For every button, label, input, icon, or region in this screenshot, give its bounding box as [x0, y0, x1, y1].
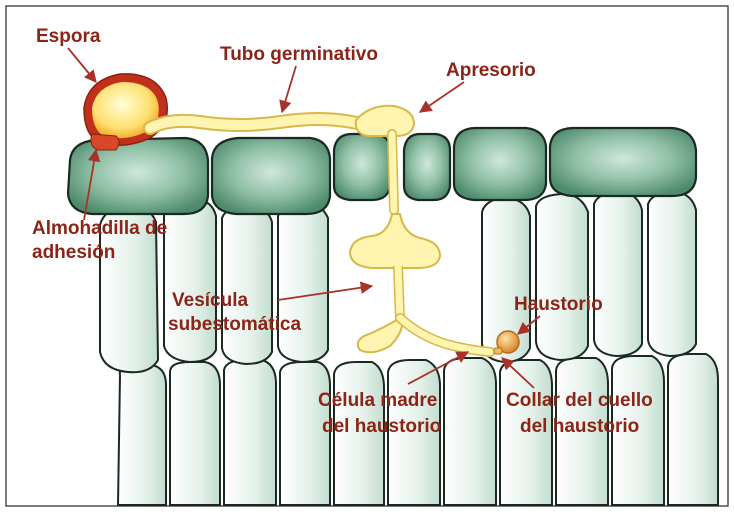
mesophyll-cell — [164, 200, 216, 362]
mesophyll-cell — [118, 365, 166, 505]
label-collar-2: del haustorio — [520, 416, 639, 437]
epidermis-cell — [212, 138, 330, 214]
penetration-peg — [392, 134, 394, 210]
adhesion-pad — [91, 134, 119, 150]
mesophyll-cell — [224, 360, 276, 505]
label-mother-cell-1: Célula madre — [318, 390, 437, 411]
label-collar-1: Collar del cuello — [506, 390, 653, 411]
mesophyll-cell — [536, 194, 588, 360]
label-germ-tube: Tubo germinativo — [220, 44, 378, 65]
mesophyll-cell — [170, 362, 220, 505]
mesophyll-cell — [222, 206, 272, 364]
label-adhesion-pad-1: Almohadilla de — [32, 218, 167, 239]
label-vesicle-2: subestomática — [168, 314, 301, 335]
mesophyll-cell — [444, 358, 496, 505]
label-adhesion-pad-2: adhesión — [32, 242, 115, 263]
haustorium-neck-collar — [494, 348, 502, 354]
epidermis-cell — [404, 134, 450, 200]
label-appressorium: Apresorio — [446, 60, 536, 81]
epidermis-cell — [550, 128, 696, 196]
label-haustorium: Haustorio — [514, 294, 603, 315]
mesophyll-cell — [648, 192, 696, 356]
label-vesicle-1: Vesícula — [172, 290, 248, 311]
epidermis-cell — [334, 134, 390, 200]
mesophyll-cell — [668, 354, 718, 505]
label-spore: Espora — [36, 26, 101, 47]
mesophyll-cell — [594, 192, 642, 356]
label-mother-cell-2: del haustorio — [322, 416, 441, 437]
vesicle-stalk — [398, 266, 400, 320]
epidermis-cell — [454, 128, 546, 200]
mesophyll-cell — [278, 202, 328, 362]
epidermis-cell — [68, 138, 208, 214]
